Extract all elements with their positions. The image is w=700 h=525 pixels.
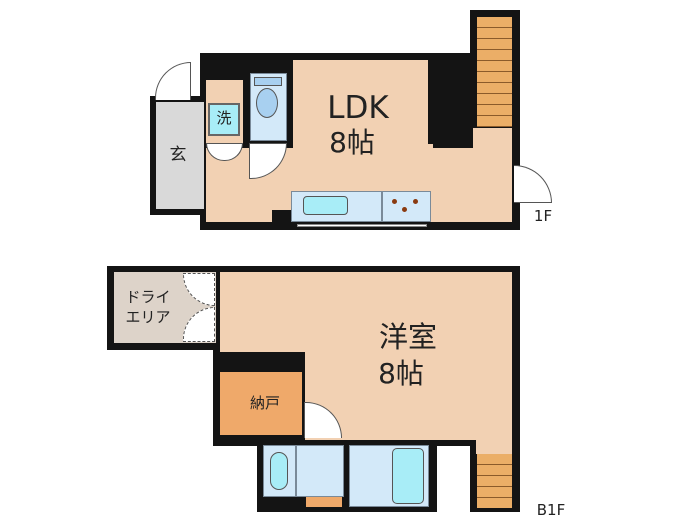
- western-room-floor-right: [476, 438, 512, 454]
- toilet-bowl-icon: [256, 88, 278, 118]
- level-label-b1f: B1F: [536, 501, 566, 519]
- changing-room: [296, 445, 344, 497]
- ldk-floor-upper: [293, 60, 433, 150]
- storage-room: [220, 372, 302, 435]
- kitchen-pillar: [272, 210, 292, 224]
- burner-icon: [413, 199, 418, 204]
- side-door[interactable]: [514, 165, 552, 203]
- window: [297, 224, 427, 227]
- level-label-1f: 1F: [533, 207, 553, 225]
- bathtub: [392, 448, 424, 504]
- ldk-floor-right: [473, 128, 512, 150]
- entrance-label: 玄: [169, 145, 187, 165]
- burner-icon: [392, 199, 397, 204]
- stairs-1f: [477, 17, 512, 127]
- ldk-size: 8帖: [329, 126, 375, 159]
- dry-area-label-2: エリア: [125, 308, 171, 326]
- notch-wall: [428, 60, 473, 144]
- toilet-tank: [254, 77, 282, 86]
- washer-label: 洗: [216, 109, 232, 127]
- kitchen-sink: [303, 196, 348, 215]
- stove: [382, 191, 431, 222]
- western-room-name: 洋室: [378, 320, 437, 354]
- entrance-floor: [156, 102, 204, 209]
- western-room-size: 8帖: [378, 357, 424, 390]
- ldk-name: LDK: [327, 90, 389, 126]
- dry-area-label-1: ドライ: [125, 288, 171, 306]
- washbasin: [270, 452, 288, 490]
- burner-icon: [402, 207, 407, 212]
- stairs-b1f: [477, 454, 512, 508]
- entrance-door[interactable]: [155, 62, 191, 100]
- laundry-space: [306, 497, 342, 507]
- washer: 洗: [208, 103, 240, 136]
- storage-label: 納戸: [249, 394, 280, 412]
